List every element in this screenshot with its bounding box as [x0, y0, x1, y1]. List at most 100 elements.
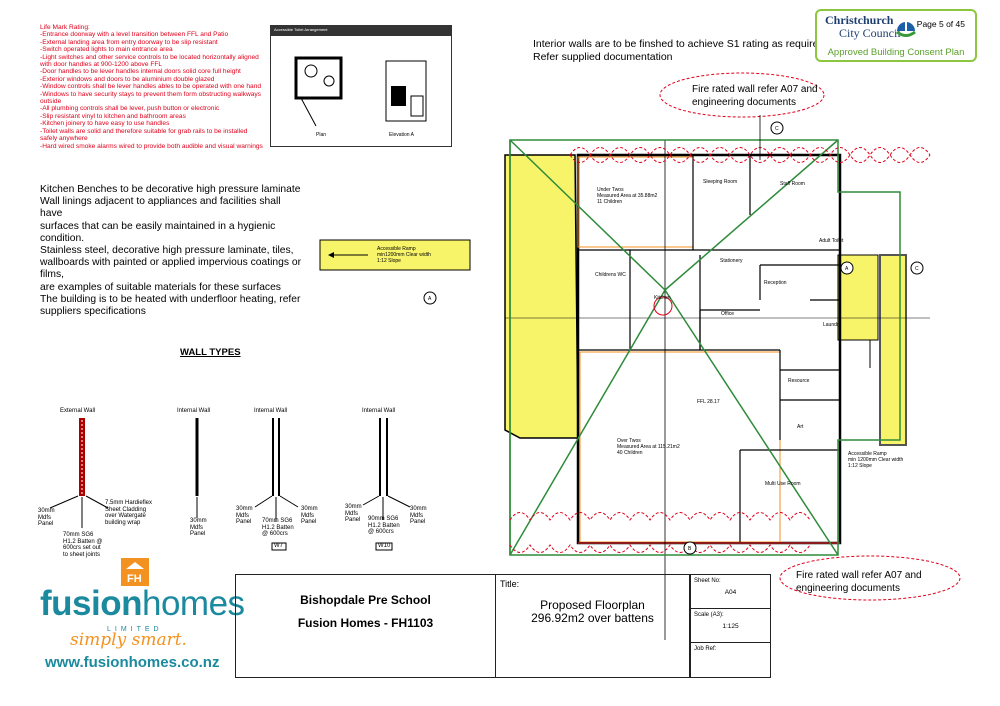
approval-status: Approved Building Consent Plan	[827, 47, 965, 58]
fire-rated-note-top: Fire rated wall refer A07 and engineerin…	[692, 83, 818, 109]
room-label: Art	[797, 424, 804, 430]
drawing-title: Proposed Floorplan	[540, 598, 645, 612]
inset-drawing: Plan Elevation A	[294, 56, 427, 138]
note-line: wallboards with painted or applied imper…	[40, 257, 301, 281]
wall-type-label: 30mm Mdfs Panel	[410, 506, 427, 526]
drawing-subtitle: 296.92m2 over battens	[531, 611, 654, 625]
inset-plan-label: Plan	[316, 132, 326, 138]
room-children: 40 Children	[617, 450, 643, 456]
marker-label: C	[915, 266, 919, 272]
interior-walls-note: Interior walls are to be finshed to achi…	[533, 38, 833, 64]
section-marker-c2	[770, 121, 784, 135]
room-label: Kitchen	[654, 295, 671, 301]
marker-label: A	[428, 296, 432, 302]
life-mark-notes: Life Mark Rating: -Entrance doorway with…	[40, 24, 265, 150]
room-label: Under Twos	[597, 187, 624, 193]
wall-type-label: 30mm Mdfs Panel	[190, 518, 207, 538]
logo-limited: LIMITED	[107, 626, 163, 633]
note-line: are examples of suitable materials for t…	[40, 281, 281, 293]
note-line: Fire rated wall refer A07 and	[692, 84, 818, 95]
room-label: Stationery	[720, 258, 743, 264]
note-line: -Light switches and other service contro…	[40, 53, 259, 69]
note-line: -External landing area from entry doorwa…	[40, 38, 218, 46]
note-line: -Door handles to be lever handles intern…	[40, 68, 241, 76]
note-line: -Window controls shall be lever handles …	[40, 83, 262, 91]
sheet-label: Sheet No:	[694, 578, 721, 584]
sheet-info: Sheet No:A04 Scale (A3):1:125 Job Ref:	[691, 575, 770, 677]
kitchen-notes: Kitchen Benches to be decorative high pr…	[40, 184, 302, 318]
wall-types-diagrams	[49, 418, 411, 551]
note-line: Kitchen Benches to be decorative high pr…	[40, 184, 301, 195]
note-line: Wall linings adjacent to appliances and …	[40, 196, 281, 220]
wall-type-title: Internal Wall	[177, 408, 211, 414]
room-children: 11 Children	[597, 199, 622, 205]
title-label: Title:	[500, 579, 520, 589]
note-line: Life Mark Rating:	[40, 24, 90, 31]
room-label: Staff Room	[780, 181, 805, 187]
note-line: -Entrance doorway with a level transitio…	[40, 31, 229, 39]
note-line: surfaces that can be easily maintained i…	[40, 220, 276, 244]
wall-type-label: 70mm SG6 H1.2 Batten @ 600crs set out to…	[63, 532, 103, 558]
website-link[interactable]: www.fusionhomes.co.nz	[45, 654, 220, 671]
wall-types-heading: WALL TYPES	[180, 347, 241, 358]
fusion-homes-wordmark: fusionhomes	[40, 584, 245, 623]
note-line: -Kitchen joinery to have easy to use han…	[40, 120, 170, 128]
room-label: Office	[721, 311, 734, 317]
note-line: -Exterior windows and doors to be alumin…	[40, 75, 215, 83]
project-name: Bishopdale Pre School	[300, 593, 431, 607]
note-line: -All plumbing controls shall be lever, p…	[40, 105, 220, 113]
wall-type-label: 30mm Mdfs Panel	[345, 504, 362, 524]
note-line: Refer supplied documentation	[533, 51, 673, 63]
title-block: Bishopdale Pre School Fusion Homes - FH1…	[235, 574, 771, 678]
logo-tagline: simply smart.	[70, 630, 187, 650]
room-label: Reception	[764, 280, 787, 286]
page-number: Page 5 of 45	[916, 19, 965, 29]
note-line: The building is to be heated with underf…	[40, 293, 301, 318]
title-cell: Title: Proposed Floorplan 296.92m2 over …	[496, 575, 691, 677]
client-ref: Fusion Homes - FH1103	[297, 616, 434, 630]
wall-type-title: Internal Wall	[254, 408, 288, 414]
note-line: engineering documents	[796, 583, 900, 594]
project-cell: Bishopdale Pre School Fusion Homes - FH1…	[236, 575, 496, 677]
ramp-label: Accessible Ramp	[377, 246, 416, 252]
room-label: Sleeping Room	[703, 179, 737, 185]
fusion-homes-logo-icon: FH	[121, 558, 149, 586]
note-line: Stainless steel, decorative high pressur…	[40, 245, 294, 257]
wall-type-label: 7.5mm Hardieflex Sheet Cladding over Wat…	[105, 500, 153, 526]
note-line: -Switch operated lights to main entrance…	[40, 46, 173, 54]
scale-value: 1:125	[722, 623, 739, 630]
room-label: Laundry	[823, 322, 842, 328]
note-line: -Hard wired smoke alarms wired to provid…	[40, 142, 263, 150]
wall-type-label: 30mm Mdfs Panel	[38, 508, 55, 528]
wall-type-title: Internal Wall	[362, 408, 396, 414]
council-logo-icon	[896, 20, 916, 37]
room-area: Measured Area at 115.21m2	[617, 444, 680, 450]
section-marker-c	[910, 261, 924, 275]
room-label: Resource	[788, 378, 810, 384]
inset-elevation-label: Elevation A	[389, 132, 415, 138]
ramp-label: Accessible Ramp	[848, 451, 887, 457]
ramp-label: min 1200mm Clear width	[848, 457, 904, 463]
marker-label: B	[688, 546, 692, 552]
sheet-value: A04	[724, 589, 737, 596]
note-line: -Windows to have security stays to preve…	[40, 90, 261, 106]
room-label: Adult Toilet	[819, 238, 844, 244]
room-label: Childrens WC	[595, 272, 626, 278]
note-line: -Toilet walls are solid and therefore su…	[40, 127, 248, 143]
section-marker-a	[423, 291, 437, 305]
svg-text:FH: FH	[127, 573, 142, 585]
wall-type-label: 70mm SG6 H1.2 Batten @ 600crs	[262, 518, 294, 538]
wall-type-label: 30mm Mdfs Panel	[301, 506, 318, 526]
room-label: Multi Use Room	[765, 481, 801, 487]
room-label: Over Twos	[617, 438, 641, 444]
section-marker-b	[683, 541, 697, 555]
note-line: Fire rated wall refer A07 and	[796, 570, 922, 581]
fire-rated-note-bottom: Fire rated wall refer A07 and engineerin…	[796, 569, 922, 595]
wall-type-tag: W7	[274, 543, 283, 549]
marker-label: A	[845, 266, 849, 272]
wall-type-title: External Wall	[60, 408, 96, 414]
section-marker-a2	[840, 261, 854, 275]
ramp-label: min1200mm Clear width	[377, 252, 431, 258]
scale-label: Scale (A3):	[694, 612, 724, 618]
